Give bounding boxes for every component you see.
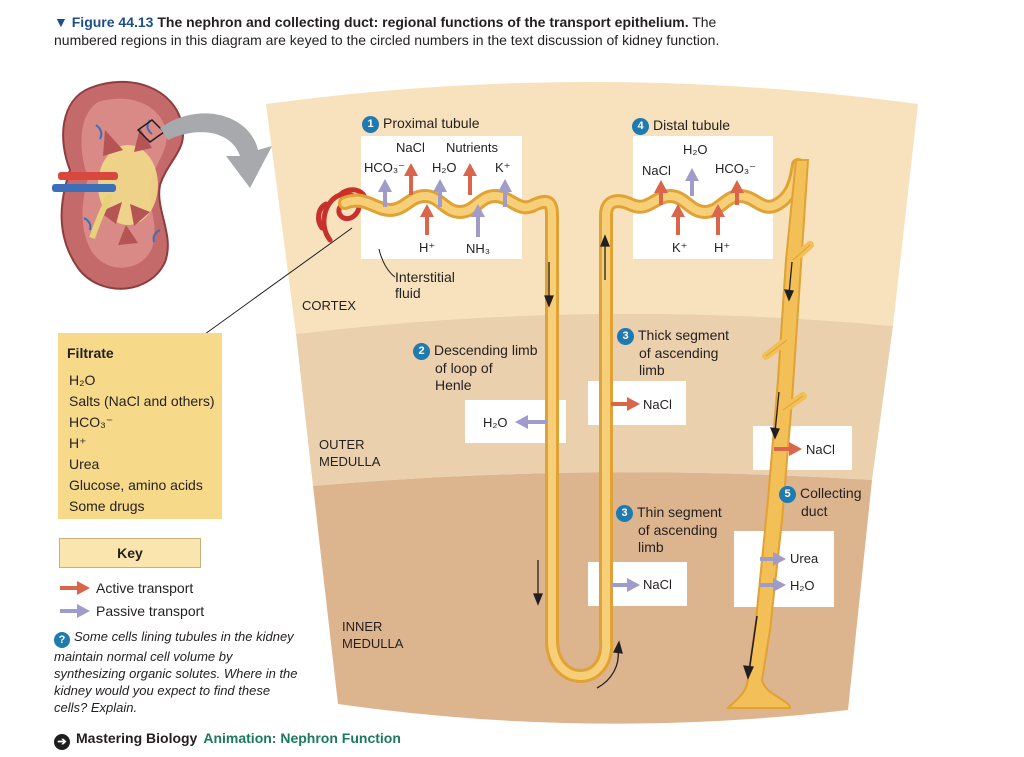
interstitial-leader-line: [378, 248, 396, 278]
descending-limb-line1: Descending limb: [434, 342, 538, 358]
section-number-badge: 3: [617, 327, 634, 345]
list-item: H₂O: [69, 372, 96, 388]
proximal-h2o: H₂O: [432, 160, 457, 175]
distal-k: K⁺: [672, 240, 688, 255]
animation-link[interactable]: Animation: Nephron Function: [203, 730, 401, 746]
distal-h2o: H₂O: [683, 142, 708, 157]
outer-medulla-label-line2: MEDULLA: [319, 454, 381, 469]
interstitial-fluid-label: Interstitial fluid: [395, 269, 455, 301]
interstitial-line2: fluid: [395, 285, 421, 301]
collecting-urea: Urea: [790, 551, 819, 566]
question-icon: ?: [54, 632, 70, 648]
filtrate-title: Filtrate: [67, 345, 114, 361]
distal-hco3: HCO₃⁻: [715, 161, 757, 176]
list-item: Salts (NaCl and others): [69, 393, 215, 409]
proximal-h: H⁺: [419, 240, 436, 255]
kidney-illustration: [52, 80, 185, 290]
section-number-badge: 2: [413, 342, 430, 360]
key-passive-arrow: [60, 604, 90, 618]
proximal-nh3: NH₃: [466, 241, 491, 256]
thin-segment-line3: limb: [638, 538, 664, 555]
key-active-arrow: [60, 581, 90, 595]
arrow-right-icon: ➔: [54, 734, 70, 750]
collecting-urea-box: [734, 531, 834, 607]
distal-tubule-text: Distal tubule: [653, 117, 731, 133]
filtrate-box: Filtrate H₂O Salts (NaCl and others) HCO…: [58, 333, 222, 519]
outer-medulla-label: OUTER MEDULLA: [319, 436, 380, 470]
collecting-duct-line1: Collecting: [800, 485, 862, 501]
active-transport-arrow: [404, 163, 477, 235]
question-text: Some cells lining tubules in the kidney …: [54, 629, 298, 715]
zoom-arrow: [160, 113, 272, 188]
thick-segment-line1: Thick segment: [638, 327, 730, 343]
list-item: Glucose, amino acids: [69, 477, 203, 493]
caption-marker-icon: ▼: [54, 14, 68, 30]
proximal-nacl: NaCl: [396, 140, 425, 155]
key-active-label: Active transport: [96, 580, 194, 596]
filtrate-leader-line: [204, 227, 353, 335]
collecting-h2o: H₂O: [790, 578, 815, 593]
distal-h: H⁺: [714, 240, 731, 255]
proximal-hco3: HCO₃⁻: [364, 160, 406, 175]
descending-limb-line3: Henle: [435, 376, 472, 393]
mastering-biology-brand: Mastering Biology: [76, 730, 198, 746]
thin-segment-line1: Thin segment: [637, 504, 722, 520]
list-item: Some drugs: [69, 498, 145, 514]
collecting-nacl: NaCl: [806, 442, 835, 457]
figure-title: The nephron and collecting duct: regiona…: [157, 14, 689, 30]
lateral-transport-arrows: [515, 397, 802, 592]
section-number-badge: 5: [779, 485, 796, 503]
nephron-tubule: [338, 158, 805, 683]
inner-medulla-label-line1: INNER: [342, 619, 383, 634]
section-number-badge: 4: [632, 117, 649, 135]
thick-nacl: NaCl: [643, 397, 672, 412]
key-passive-label: Passive transport: [96, 603, 205, 619]
passive-transport-arrow: [378, 179, 512, 237]
section-number-badge: 3: [616, 504, 633, 522]
figure-caption-text: The numbered regions in this diagram are…: [54, 14, 720, 48]
key-title: Key: [59, 538, 201, 568]
list-item: H⁺: [69, 435, 87, 451]
figure-caption: ▼ Figure 44.13 The nephron and collectin…: [54, 13, 744, 49]
descending-h2o: H₂O: [483, 415, 508, 430]
proximal-nutrients: Nutrients: [446, 140, 499, 155]
mastering-biology-link[interactable]: ➔ Mastering Biology Animation: Nephron Fun…: [54, 729, 401, 750]
proximal-k: K⁺: [495, 160, 511, 175]
collecting-nacl-box: [753, 426, 852, 470]
thick-segment-line2: of ascending: [639, 344, 719, 361]
list-item: HCO₃⁻: [69, 414, 114, 430]
thin-segment-line2: of ascending: [638, 521, 718, 538]
inner-medulla-label-line2: MEDULLA: [342, 636, 404, 651]
figure-number: Figure 44.13: [71, 14, 154, 30]
section-number-badge: 1: [362, 115, 379, 133]
proximal-tubule-text: Proximal tubule: [383, 115, 480, 131]
list-item: Urea: [69, 456, 100, 472]
outer-medulla-label-line1: OUTER: [319, 437, 365, 452]
distal-transport-arrows: [654, 168, 744, 235]
flow-arrows: [533, 234, 794, 689]
cortex-label: CORTEX: [302, 298, 356, 313]
filtrate-list: H₂O Salts (NaCl and others) HCO₃⁻ H⁺ Ure…: [69, 370, 215, 517]
inner-medulla-label: INNER MEDULLA: [342, 618, 403, 652]
interstitial-line1: Interstitial: [395, 269, 455, 285]
proximal-transport-arrows: [378, 163, 512, 237]
descending-limb-line2: of loop of: [435, 359, 493, 376]
figure-question: ?Some cells lining tubules in the kidney…: [54, 628, 304, 716]
thick-segment-line3: limb: [639, 361, 665, 378]
collecting-duct-line2: duct: [801, 502, 828, 519]
distal-nacl: NaCl: [642, 163, 671, 178]
thin-nacl: NaCl: [643, 577, 672, 592]
